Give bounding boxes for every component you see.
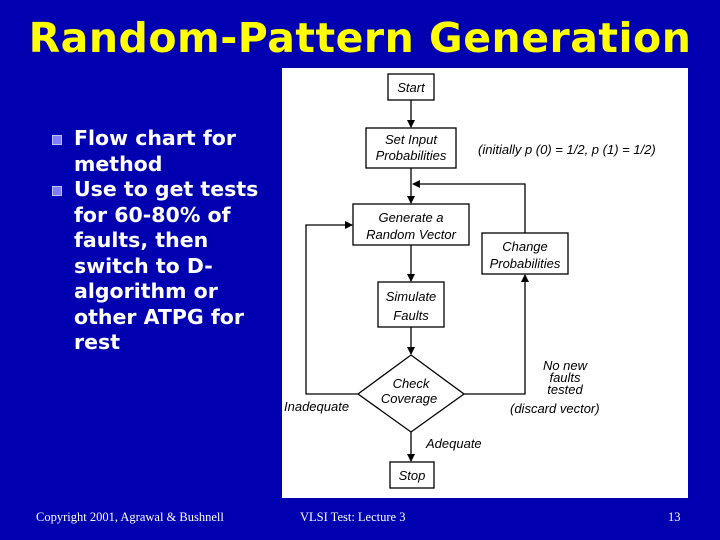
change-label-1: Change (502, 239, 548, 254)
bullet-text: Use to get tests for 60-80% of faults, t… (74, 177, 259, 354)
change-label-2: Probabilities (490, 256, 561, 271)
set-input-label-2: Probabilities (376, 148, 447, 163)
change-to-generate-arrow (412, 180, 526, 233)
inadequate-loop-arrow (305, 221, 358, 395)
simulate-label-1: Simulate (386, 289, 437, 304)
flowchart-svg: Start Set Input Probabilities (initially… (284, 73, 656, 489)
no-new-label-3: tested (547, 382, 583, 397)
generate-vector-node (352, 203, 470, 246)
inadequate-label: Inadequate (284, 399, 349, 414)
stop-label: Stop (399, 468, 426, 483)
stop-node (389, 461, 435, 489)
slide-title: Random-Pattern Generation (28, 14, 692, 62)
bullet-text: Flow chart for method (74, 126, 236, 176)
adequate-label: Adequate (425, 436, 482, 451)
no-new-faults-arrow (464, 274, 529, 395)
bullet-item: Use to get tests for 60-80% of faults, t… (52, 177, 277, 356)
check-label-2: Coverage (381, 391, 437, 406)
square-bullet-icon (52, 135, 62, 145)
square-bullet-icon (52, 186, 62, 196)
no-new-label-2: faults (549, 370, 581, 385)
generate-label-2: Random Vector (366, 227, 457, 242)
set-input-label-1: Set Input (385, 132, 438, 147)
simulate-label-2: Faults (393, 308, 429, 323)
discard-vector-label: (discard vector) (510, 401, 600, 416)
check-label-1: Check (393, 376, 431, 391)
no-new-label-1: No new (543, 358, 589, 373)
bullet-item: Flow chart for method (52, 126, 277, 177)
bullet-list: Flow chart for method Use to get tests f… (52, 126, 277, 356)
footer-copyright: Copyright 2001, Agrawal & Bushnell (36, 510, 224, 524)
page-number: 13 (668, 510, 681, 524)
change-probabilities-node (481, 232, 569, 275)
generate-label-1: Generate a (378, 210, 443, 225)
initial-probability-note: (initially p (0) = 1/2, p (1) = 1/2) (478, 142, 656, 157)
footer-lecture: VLSI Test: Lecture 3 (300, 510, 406, 524)
start-label: Start (397, 80, 426, 95)
flowchart-figure: Start Set Input Probabilities (initially… (282, 68, 688, 498)
set-input-node (365, 127, 457, 169)
